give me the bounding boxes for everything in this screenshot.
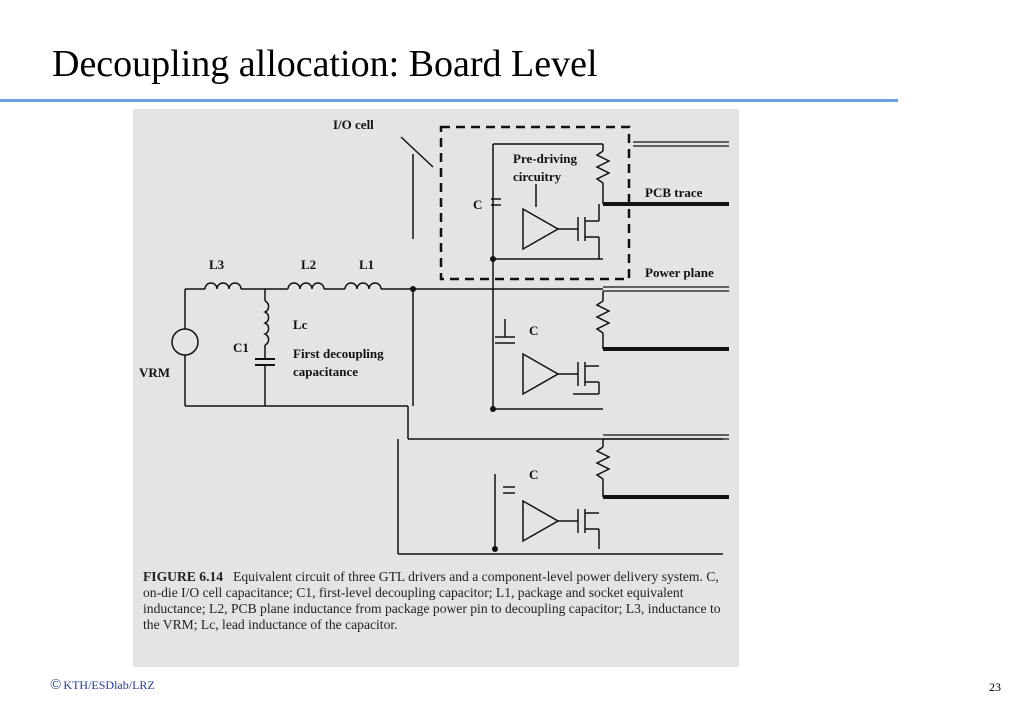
buffer-mid — [522, 352, 560, 396]
label-circuitry: circuitry — [513, 169, 562, 184]
slide-title: Decoupling allocation: Board Level — [52, 43, 598, 85]
label-c1: C1 — [233, 340, 249, 355]
inductor-l2 — [287, 282, 325, 290]
label-c-bottom: C — [529, 467, 538, 482]
resistor-bottom — [595, 446, 611, 480]
label-lc: Lc — [293, 317, 308, 332]
label-l2: L2 — [301, 257, 316, 272]
inductor-lc — [263, 300, 270, 346]
footer-text: KTH/ESDlab/LRZ — [63, 678, 155, 692]
label-first-decoupling: First decoupling — [293, 346, 384, 361]
inductor-l3 — [204, 282, 242, 290]
io-cell-boundary — [439, 125, 631, 281]
label-capacitance: capacitance — [293, 364, 358, 379]
label-io-cell: I/O cell — [333, 117, 374, 132]
label-vrm: VRM — [139, 365, 170, 380]
copyright-symbol: © — [50, 677, 62, 693]
page-number: 23 — [989, 680, 1001, 694]
label-l1: L1 — [359, 257, 374, 272]
circuit-figure: I/O cell Pre-driving circuitry PCB trace… — [133, 109, 739, 667]
label-power-plane: Power plane — [645, 265, 714, 280]
label-pcb-trace: PCB trace — [645, 185, 703, 200]
caption-text: Equivalent circuit of three GTL drivers … — [143, 569, 721, 632]
inductor-l1 — [344, 282, 382, 290]
io-cell-pointer — [400, 136, 434, 168]
resistor-mid — [595, 300, 611, 334]
label-c-mid: C — [529, 323, 538, 338]
label-l3: L3 — [209, 257, 225, 272]
figure-number: FIGURE 6.14 — [143, 569, 224, 584]
vrm-source — [171, 328, 199, 356]
footer-copyright: ©KTH/ESDlab/LRZ — [50, 677, 155, 694]
buffer-bottom — [522, 499, 560, 543]
circuit-diagram: I/O cell Pre-driving circuitry PCB trace… — [139, 117, 729, 555]
title-divider — [0, 99, 898, 102]
resistor-top — [595, 150, 611, 184]
label-c-top: C — [473, 197, 482, 212]
buffer-top — [522, 207, 560, 251]
label-pre-driving: Pre-driving — [513, 151, 578, 166]
